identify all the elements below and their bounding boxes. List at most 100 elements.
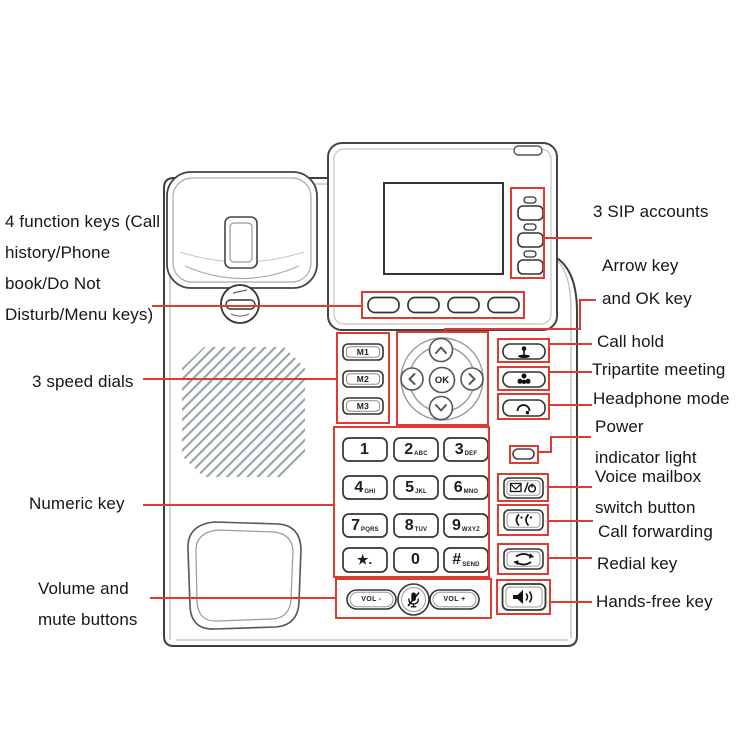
sip-key-1[interactable] [517,205,544,221]
tripartite-meeting-key[interactable] [502,371,546,388]
key-7[interactable] [342,513,388,538]
label-redial: Redial key [597,554,678,573]
callout-lines [143,237,596,603]
arrow-up-key[interactable] [428,337,454,363]
mute-key[interactable] [397,583,430,616]
arrow-left-key[interactable] [400,367,424,391]
voice-mailbox-key[interactable] [503,477,544,499]
callout-boxes [333,187,551,619]
call-forwarding-key[interactable] [503,509,544,531]
label-call-forwarding: Call forwarding [598,522,713,541]
label-sip-accounts: 3 SIP accounts [593,202,709,221]
hands-free-key[interactable] [501,583,547,611]
volume-mute-row[interactable] [346,583,480,616]
volume-up-key[interactable] [429,589,480,610]
arrow-up-icon [435,346,447,354]
function-key-4[interactable] [487,296,520,314]
speed-dial-keys[interactable] [342,343,384,415]
volume-up-label[interactable]: VOL + [443,596,466,603]
key-pound-label[interactable]: #SEND [452,551,480,568]
function-key-2[interactable] [407,296,440,314]
function-key-1[interactable] [367,296,400,314]
call-hold-key[interactable] [502,343,546,360]
dpad[interactable] [400,337,484,421]
call-forward-icon [515,513,533,527]
ok-key[interactable] [428,366,456,394]
volume-down-key[interactable] [346,589,397,610]
arrow-down-key[interactable] [428,395,454,421]
key-5[interactable] [393,475,439,500]
label-call-hold: Call hold [597,332,665,351]
call-hold-icon [518,346,530,358]
hook-switch-knob [220,284,260,324]
function-key-3[interactable] [447,296,480,314]
key-8[interactable] [393,513,439,538]
power-indicator-light [512,448,535,460]
callout-box-handsfree [496,579,551,615]
volume-down-label[interactable]: VOL - [361,596,382,603]
headset-icon [516,404,531,415]
envelope-power-icon [509,482,537,493]
key-2[interactable] [393,437,439,462]
key-0-label[interactable]: 0 [411,551,420,568]
label-voice-mailbox: Voice mailbox switch button [595,467,702,517]
handset[interactable] [166,171,318,324]
label-power-indicator: Power indicator light [595,417,697,467]
headphone-mode-key[interactable] [502,399,546,417]
leader-dpad [444,299,596,331]
label-handsfree: Hands-free key [596,592,713,611]
speed-dial-m1-label[interactable]: M1 [356,347,370,357]
speed-dial-m2-label[interactable]: M2 [356,374,370,384]
function-keys[interactable] [367,296,520,314]
key-1-label[interactable]: 1 [360,440,369,458]
sip-account-keys[interactable] [517,196,544,275]
key-star-label[interactable]: ★. [356,552,373,567]
ok-key-label[interactable]: OK [434,374,450,386]
speed-dial-m1[interactable] [342,343,384,361]
display-module [327,142,558,331]
sip-key-2[interactable] [517,232,544,248]
callout-box-call-hold [497,338,550,363]
callout-box-power [509,445,539,464]
callout-box-sip-accounts [510,187,545,279]
speaker-grille [182,347,305,477]
arrow-right-key[interactable] [460,367,484,391]
key-4[interactable] [342,475,388,500]
speaker-icon [513,590,533,604]
speed-dial-m3[interactable] [342,397,384,415]
speed-dial-m2[interactable] [342,370,384,388]
sip-led-3 [523,250,537,258]
lcd-screen [383,182,504,275]
speed-dial-m3-label[interactable]: M3 [356,401,370,411]
label-headphone: Headphone mode [593,389,730,408]
sip-key-3[interactable] [517,259,544,275]
callout-box-meeting [497,366,550,391]
label-numeric-key: Numeric key [29,494,125,513]
redial-key[interactable] [503,548,544,570]
redial-arrows-icon [513,553,535,566]
numeric-keypad[interactable] [342,437,489,573]
key-0[interactable] [393,547,439,573]
callout-box-headphone [497,393,550,420]
key-star[interactable] [342,547,388,573]
key-1[interactable] [342,437,388,462]
bezel-notch [513,145,543,156]
leader-power [538,436,591,453]
callout-box-dpad [396,331,489,426]
label-tripartite: Tripartite meeting [592,360,726,379]
sip-led-2 [523,223,537,231]
sip-led-1 [523,196,537,204]
label-arrow-ok: Arrow key and OK key [602,256,692,308]
arrow-left-icon [408,373,416,385]
handset-hook [224,216,258,269]
handset-cradle [187,521,302,630]
